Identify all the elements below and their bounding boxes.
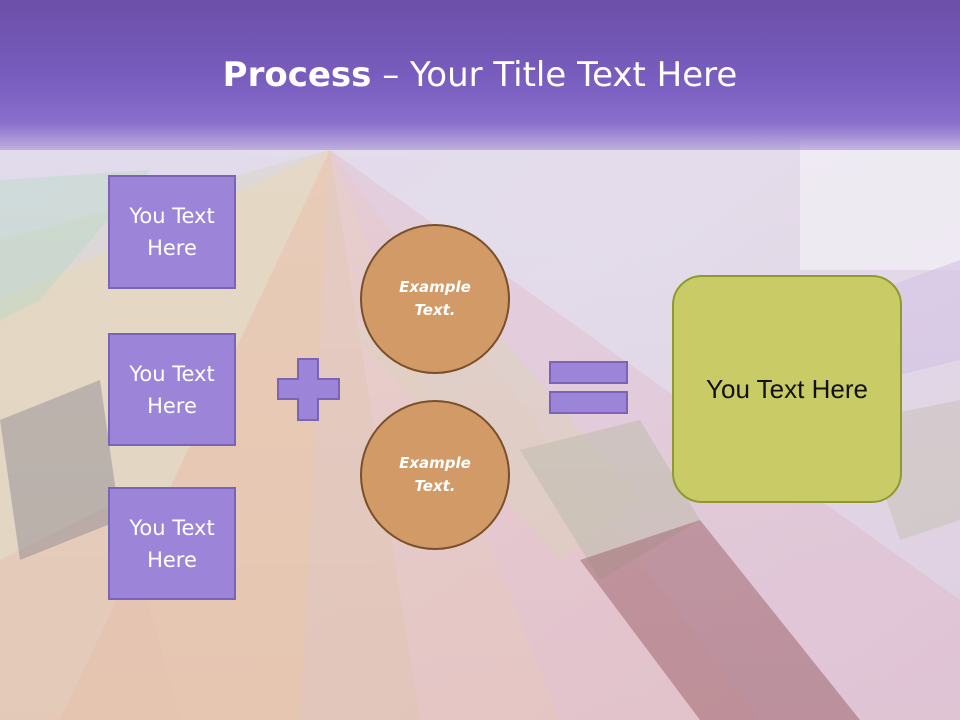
plus-icon: [277, 358, 340, 421]
left-box-3-label: You Text Here: [129, 515, 215, 572]
circle-2: Example Text.: [360, 400, 510, 550]
left-box-2: You Text Here: [108, 333, 236, 446]
title-bold: Process: [222, 55, 372, 95]
slide-title: Process – Your Title Text Here: [0, 52, 960, 98]
title-rest: Your Title Text Here: [410, 55, 738, 95]
result-label: You Text Here: [706, 373, 868, 404]
left-box-1: You Text Here: [108, 175, 236, 289]
left-box-2-label: You Text Here: [129, 361, 215, 418]
left-box-3: You Text Here: [108, 487, 236, 600]
left-box-1-label: You Text Here: [129, 204, 215, 260]
circle-2-label: Example Text.: [399, 454, 471, 495]
result-box: You Text Here: [672, 275, 902, 503]
title-bar: [0, 0, 960, 150]
circle-1-label: Example Text.: [399, 278, 471, 319]
equals-icon: [549, 361, 628, 414]
circle-1: Example Text.: [360, 224, 510, 374]
title-separator: –: [371, 55, 411, 95]
